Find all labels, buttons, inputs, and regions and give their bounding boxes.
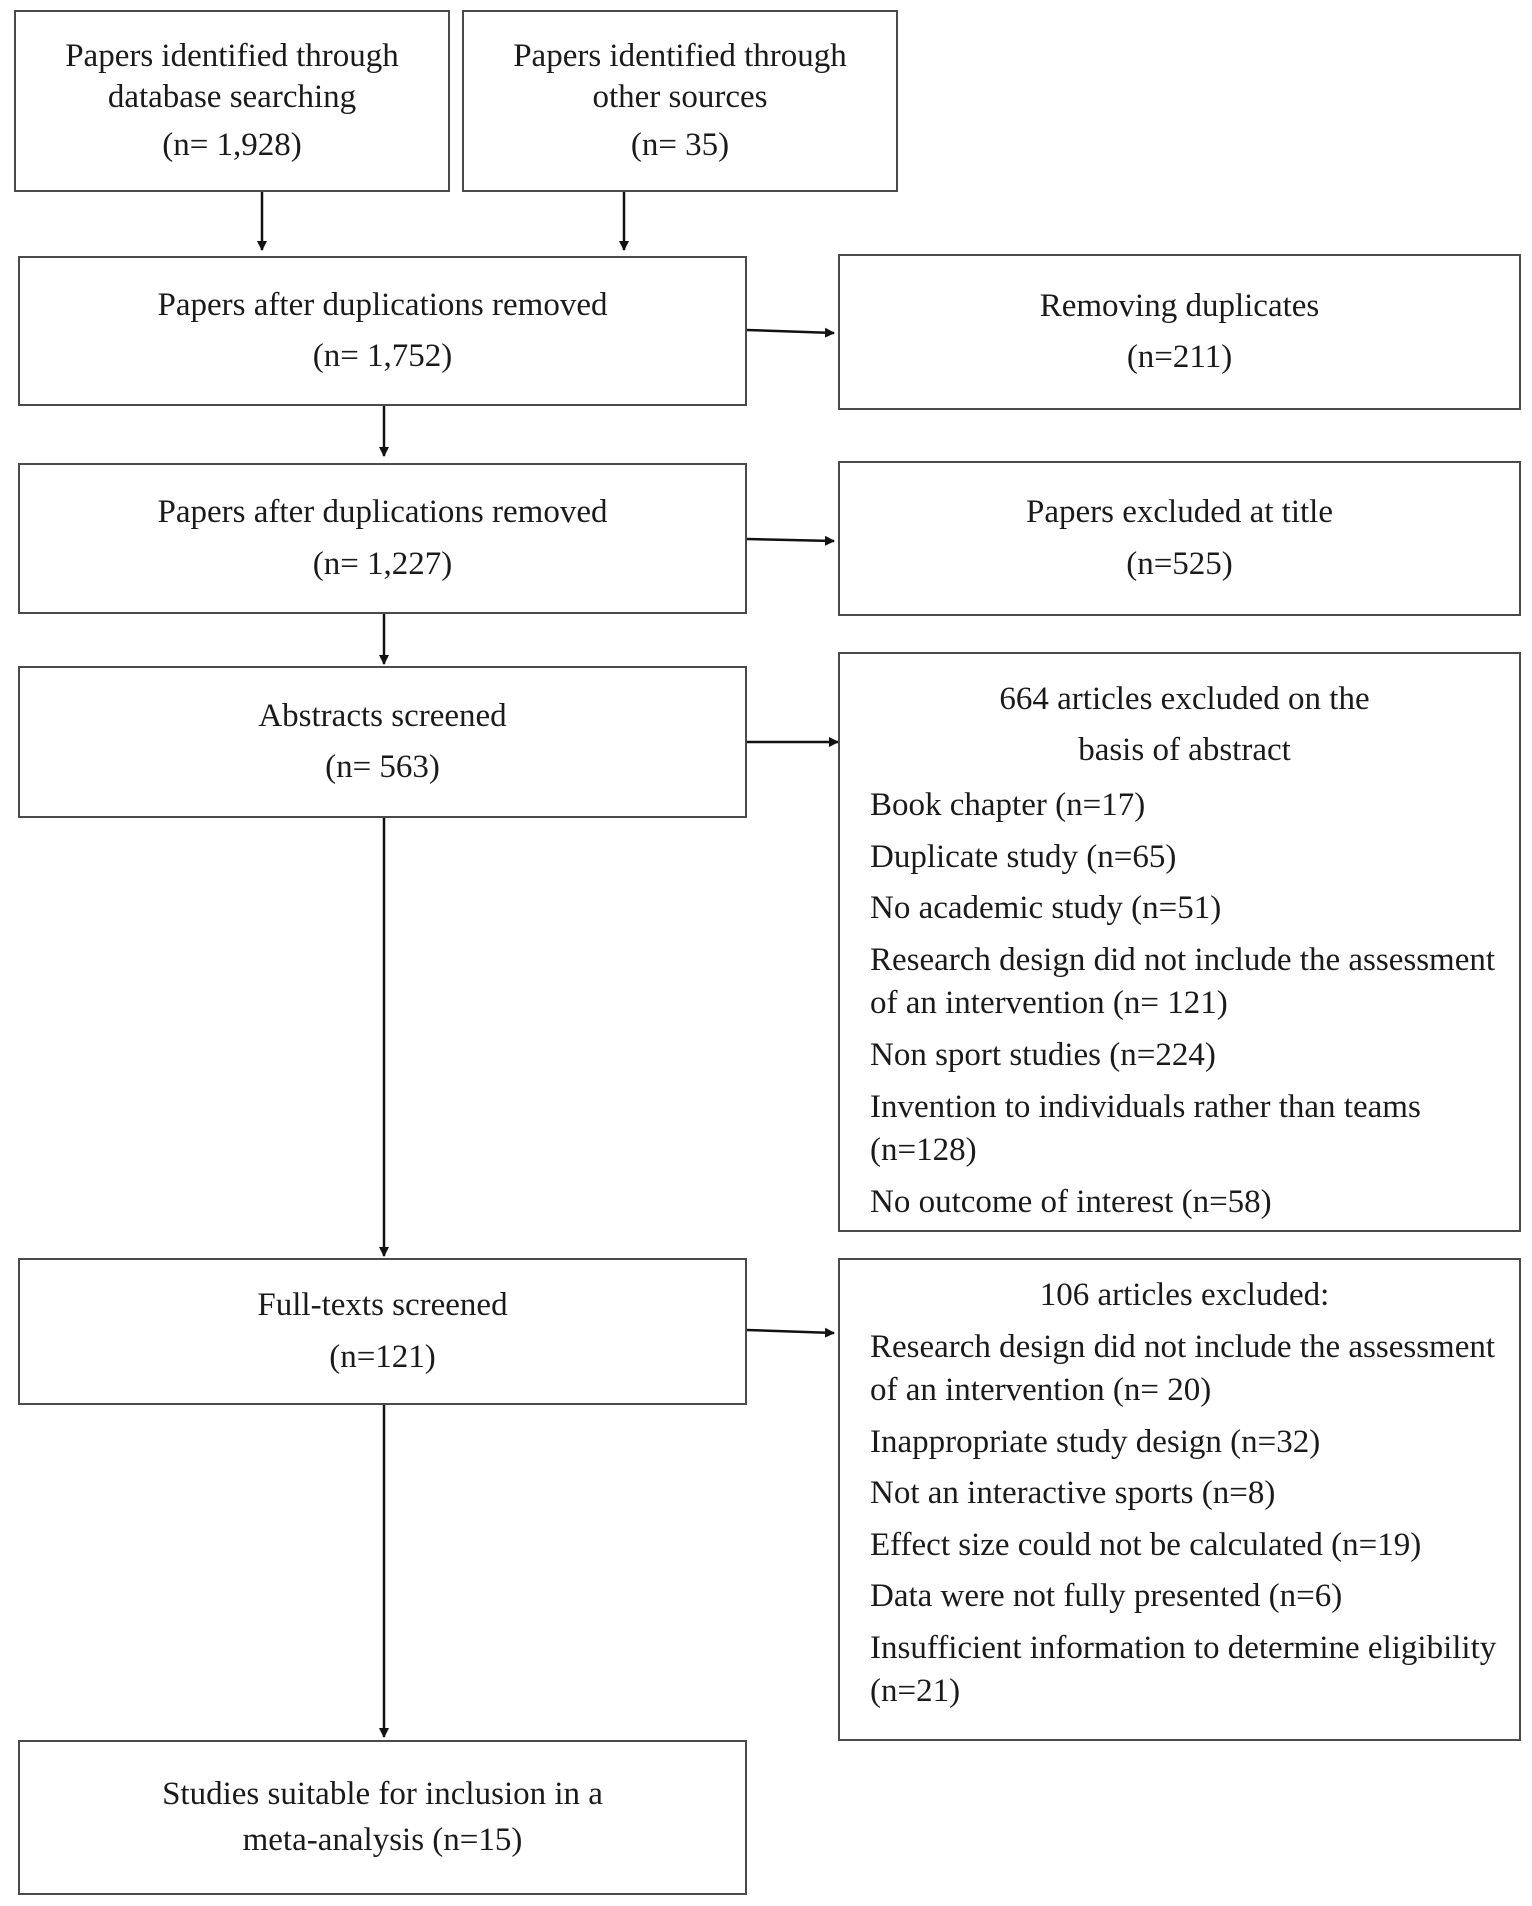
box-after-duplicates-2-count: (n= 1,227) bbox=[312, 545, 453, 582]
box-other-sources-line1: Papers identified through bbox=[513, 38, 847, 75]
excluded-abstract-item: Invention to individuals rather than tea… bbox=[870, 1088, 1421, 1169]
box-database-search: Papers identified through database searc… bbox=[14, 10, 450, 192]
box-fulltexts-screened: Full-texts screened (n=121) bbox=[18, 1258, 747, 1405]
box-database-search-line2: database searching bbox=[107, 79, 357, 116]
excluded-fulltext-item: Effect size could not be calculated (n=1… bbox=[870, 1526, 1422, 1563]
box-other-sources: Papers identified through other sources … bbox=[462, 10, 898, 192]
excluded-fulltext-item: Insufficient information to determine el… bbox=[870, 1629, 1497, 1710]
excluded-abstract-heading-line1: 664 articles excluded on the bbox=[999, 681, 1370, 717]
box-fulltexts-screened-count: (n=121) bbox=[329, 1338, 436, 1375]
box-other-sources-count: (n= 35) bbox=[630, 126, 730, 163]
box-after-duplicates-2-label: Papers after duplications removed bbox=[157, 494, 608, 531]
box-excluded-title: Papers excluded at title (n=525) bbox=[838, 461, 1521, 616]
box-excluded-title-label: Papers excluded at title bbox=[1026, 494, 1333, 531]
box-after-duplicates-1-count: (n= 1,752) bbox=[312, 338, 453, 374]
arrow-dedup1-to-removed bbox=[746, 327, 835, 338]
box-studies-included: Studies suitable for inclusion in a meta… bbox=[18, 1740, 747, 1895]
box-abstracts-screened: Abstracts screened (n= 563) bbox=[18, 666, 747, 818]
box-after-duplicates-1: Papers after duplications removed (n= 1,… bbox=[18, 256, 747, 406]
box-after-duplicates-1-label: Papers after duplications removed bbox=[157, 286, 608, 323]
box-removing-duplicates-label: Removing duplicates bbox=[1039, 287, 1320, 324]
box-other-sources-line2: other sources bbox=[592, 79, 768, 116]
arrow-fulltexts-to-excluded bbox=[746, 1327, 835, 1338]
excluded-abstract-item: No outcome of interest (n=58) bbox=[870, 1183, 1272, 1220]
excluded-abstract-heading: 664 articles excluded on the basis of ab… bbox=[870, 674, 1499, 776]
excluded-fulltext-item: Research design did not include the asse… bbox=[870, 1328, 1496, 1409]
box-studies-included-line1: Studies suitable for inclusion in a bbox=[162, 1776, 603, 1813]
box-database-search-count: (n= 1,928) bbox=[162, 126, 302, 163]
box-removing-duplicates-count: (n=211) bbox=[1126, 339, 1233, 375]
box-removing-duplicates: Removing duplicates (n=211) bbox=[838, 254, 1521, 410]
excluded-fulltext-heading: 106 articles excluded: bbox=[1039, 1277, 1330, 1313]
box-database-search-line1: Papers identified through bbox=[65, 38, 399, 75]
box-studies-included-line2: meta-analysis (n=15) bbox=[242, 1821, 523, 1858]
excluded-abstract-item: Research design did not include the asse… bbox=[870, 941, 1496, 1022]
excluded-abstract-item: Book chapter (n=17) bbox=[870, 787, 1146, 824]
box-fulltexts-screened-label: Full-texts screened bbox=[257, 1287, 508, 1324]
excluded-abstract-heading-line2: basis of abstract bbox=[1078, 732, 1291, 769]
excluded-fulltext-item: Not an interactive sports (n=8) bbox=[870, 1475, 1276, 1512]
excluded-abstract-item: No academic study (n=51) bbox=[870, 890, 1222, 927]
box-after-duplicates-2: Papers after duplications removed (n= 1,… bbox=[18, 463, 747, 614]
box-abstracts-screened-label: Abstracts screened bbox=[258, 697, 507, 734]
box-abstracts-screened-count: (n= 563) bbox=[325, 749, 440, 785]
box-excluded-title-count: (n=525) bbox=[1126, 545, 1233, 582]
excluded-abstract-item: Non sport studies (n=224) bbox=[870, 1037, 1216, 1074]
excluded-fulltext-item: Inappropriate study design (n=32) bbox=[870, 1423, 1321, 1460]
box-excluded-abstract: 664 articles excluded on the basis of ab… bbox=[838, 652, 1521, 1232]
excluded-fulltext-item: Data were not fully presented (n=6) bbox=[870, 1578, 1343, 1615]
box-excluded-fulltext: 106 articles excluded: Research design d… bbox=[838, 1258, 1521, 1741]
excluded-abstract-item: Duplicate study (n=65) bbox=[870, 838, 1177, 875]
arrow-dedup2-to-title bbox=[746, 535, 835, 546]
